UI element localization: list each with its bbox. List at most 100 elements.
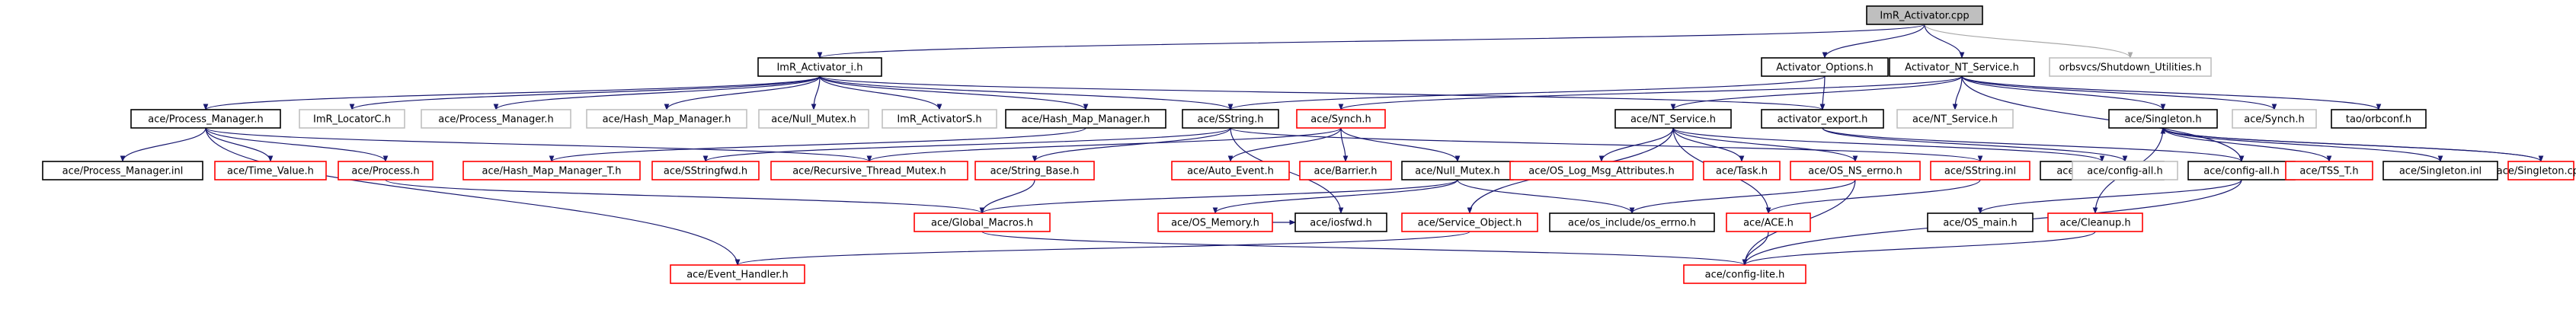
node-null-mutex[interactable]: ace/Null_Mutex.h: [1401, 161, 1514, 180]
node-label: Activator_NT_Service.h: [1905, 62, 2019, 74]
node-iosfwd[interactable]: ace/iosfwd.h: [1294, 212, 1387, 232]
node-sstring[interactable]: ace/SString.h: [1182, 109, 1279, 129]
node-config-all-ext[interactable]: ace/config-all.h: [2072, 161, 2178, 180]
node-box: [758, 109, 869, 129]
node-act-nt[interactable]: Activator_NT_Service.h: [1889, 57, 2035, 77]
edge-act_opts-to-sstring: [1227, 75, 1826, 110]
node-rec-thread[interactable]: ace/Recursive_Thread_Mutex.h: [770, 161, 968, 180]
node-box: [2049, 57, 2212, 77]
node-proc-mgr-ext[interactable]: ace/Process_Manager.h: [421, 109, 571, 129]
node-box: [2232, 109, 2317, 129]
edge-global_macros-to-config_lite: [981, 231, 1748, 266]
edge-act_nt-to-synch_red: [1338, 75, 1963, 110]
edge-arrow: [811, 75, 821, 110]
node-os-ns-errno[interactable]: ace/OS_NS_errno.h: [1790, 161, 1921, 180]
node-os-memory[interactable]: ace/OS_Memory.h: [1157, 212, 1273, 232]
node-sstringfwd[interactable]: ace/SStringfwd.h: [651, 161, 760, 180]
edge-arrow: [1742, 231, 2096, 266]
node-config-all[interactable]: ace/config-all.h: [2187, 161, 2296, 180]
node-box: [2108, 109, 2218, 129]
node-label: ace/OS_Log_Msg_Attributes.h: [1528, 166, 1674, 177]
edge-imr_act_i-to-act_export: [819, 75, 1825, 110]
edge-synch_red-to-auto_event: [1227, 127, 1342, 162]
node-label: ace/OS_main.h: [1943, 218, 2017, 229]
node-act-opts[interactable]: Activator_Options.h: [1761, 57, 1889, 77]
node-tss-t[interactable]: ace/TSS_T.h: [2285, 161, 2373, 180]
node-barrier[interactable]: ace/Barrier.h: [1299, 161, 1392, 180]
edge-arrow: [1961, 75, 2166, 110]
node-proc-mgr[interactable]: ace/Process_Manager.h: [130, 109, 281, 129]
node-label: ace/config-all.h: [2203, 166, 2280, 177]
node-shutdown[interactable]: orbsvcs/Shutdown_Utilities.h: [2049, 57, 2212, 77]
node-ntservice[interactable]: ace/NT_Service.h: [1614, 109, 1732, 129]
node-string-base[interactable]: ace/String_Base.h: [974, 161, 1095, 180]
node-label: ace/Recursive_Thread_Mutex.h: [792, 166, 946, 177]
node-singleton-cpp[interactable]: ace/Singleton.cpp: [2497, 161, 2576, 180]
node-imr-locC[interactable]: ImR_LocatorC.h: [299, 109, 405, 129]
node-time-value[interactable]: ace/Time_Value.h: [214, 161, 327, 180]
node-ntservice-ext[interactable]: ace/NT_Service.h: [1896, 109, 2014, 129]
node-label: ace/TSS_T.h: [2299, 166, 2358, 177]
node-label: ace/OS_NS_errno.h: [1808, 166, 1902, 177]
node-label: ace/Synch.h: [1310, 114, 1371, 126]
node-imr-actS[interactable]: ImR_ActivatorS.h: [882, 109, 997, 129]
edge-arrow: [1977, 179, 2242, 214]
node-box: [1171, 161, 1290, 180]
node-label: ace/Global_Macros.h: [931, 218, 1033, 229]
node-label: ace/Null_Mutex.h: [771, 114, 856, 126]
node-os-include-errno[interactable]: ace/os_include/os_errno.h: [1549, 212, 1715, 232]
node-label: ace/NT_Service.h: [1912, 114, 1998, 126]
node-hash[interactable]: ace/Hash_Map_Manager.h: [1005, 109, 1166, 129]
node-label: ace/Hash_Map_Manager.h: [603, 114, 731, 126]
edge-root-to-act_nt: [1924, 24, 1965, 59]
edge-singleton_cpp-to-singleton: [2160, 127, 2542, 162]
node-synch-red[interactable]: ace/Synch.h: [1296, 109, 1386, 129]
edge-sstring_inl-to-ace_h: [1765, 179, 1981, 214]
edge-arrow: [1340, 127, 1349, 162]
edge-singleton-to-singleton_inl: [2162, 127, 2443, 162]
node-label: ace/Hash_Map_Manager_T.h: [482, 166, 622, 177]
node-orbconf[interactable]: tao/orbconf.h: [2331, 109, 2427, 129]
node-event-handler[interactable]: ace/Event_Handler.h: [670, 264, 805, 284]
node-box: [1866, 5, 1983, 25]
edge-act_export-to-config_all_ext: [1822, 127, 2128, 162]
edge-root-to-shutdown: [1924, 24, 2133, 59]
node-label: activator_export.h: [1778, 114, 1868, 126]
node-hash-ext[interactable]: ace/Hash_Map_Manager.h: [586, 109, 747, 129]
node-box: [1889, 57, 2035, 77]
node-ace-h[interactable]: ace/ACE.h: [1726, 212, 1811, 232]
edge-proc_mgr-to-proc_mgr_inl: [120, 127, 206, 162]
node-hash-T[interactable]: ace/Hash_Map_Manager_T.h: [462, 161, 641, 180]
edge-act_nt-to-orbconf: [1961, 75, 2382, 110]
node-sstring-inl[interactable]: ace/SString.inl: [1930, 161, 2030, 180]
node-task[interactable]: ace/Task.h: [1703, 161, 1781, 180]
node-label: ace/Service_Object.h: [1418, 218, 1522, 229]
node-process[interactable]: ace/Process.h: [338, 161, 434, 180]
node-box: [1927, 212, 2034, 232]
node-synch-ext[interactable]: ace/Synch.h: [2232, 109, 2317, 129]
node-config-lite[interactable]: ace/config-lite.h: [1683, 264, 1806, 284]
node-label: ace/Cleanup.h: [2059, 218, 2130, 229]
edge-arrow: [1670, 75, 1963, 110]
node-service-object[interactable]: ace/Service_Object.h: [1401, 212, 1538, 232]
node-singleton-inl[interactable]: ace/Singleton.inl: [2382, 161, 2498, 180]
edge-arrow: [2160, 127, 2542, 162]
node-os-log[interactable]: ace/OS_Log_Msg_Attributes.h: [1509, 161, 1694, 180]
node-imr-act-i[interactable]: ImR_Activator_i.h: [757, 57, 882, 77]
node-proc-mgr-inl[interactable]: ace/Process_Manager.inl: [42, 161, 203, 180]
edge-arrow: [2162, 127, 2332, 162]
edge-arrow: [1227, 127, 1342, 162]
node-auto-event[interactable]: ace/Auto_Event.h: [1171, 161, 1290, 180]
node-cleanup[interactable]: ace/Cleanup.h: [2047, 212, 2143, 232]
edge-arrow: [1924, 24, 2133, 59]
node-box: [1761, 109, 1884, 129]
node-act-export[interactable]: activator_export.h: [1761, 109, 1884, 129]
node-os-main[interactable]: ace/OS_main.h: [1927, 212, 2034, 232]
node-singleton[interactable]: ace/Singleton.h: [2108, 109, 2218, 129]
edge-imr_act_i-to-hash_ext: [664, 75, 821, 110]
node-global-macros[interactable]: ace/Global_Macros.h: [914, 212, 1051, 232]
edge-arrow: [664, 75, 821, 110]
node-null-mutex-ext[interactable]: ace/Null_Mutex.h: [758, 109, 869, 129]
node-box: [651, 161, 760, 180]
